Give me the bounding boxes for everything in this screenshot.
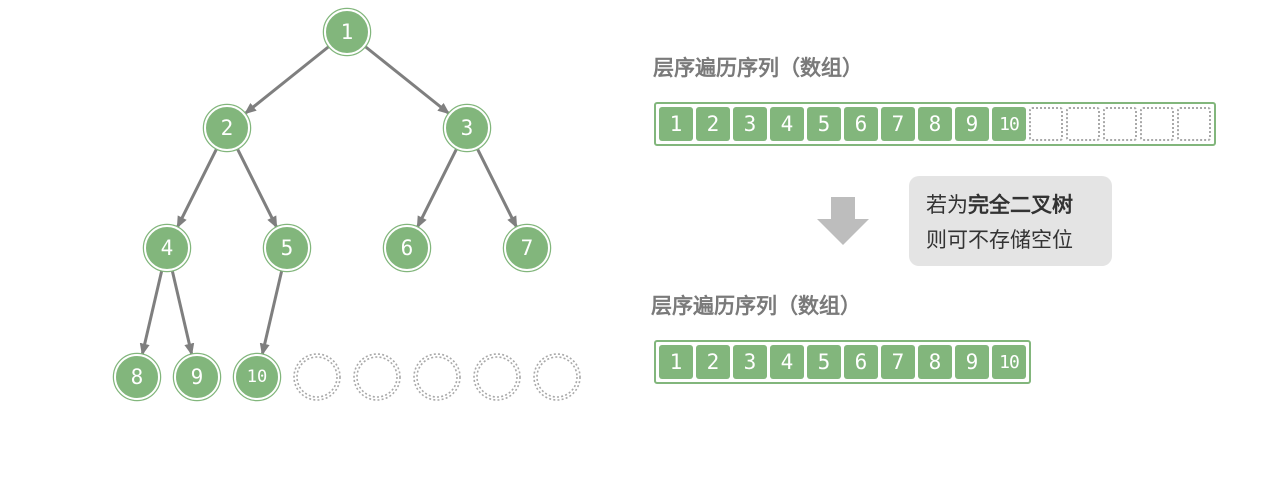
tree-node-1: 1 [322,7,372,57]
binary-tree: 1 2 3 4 5 6 7 8 9 10 [112,7,581,402]
empty-tree-slot-inner [416,356,458,398]
tree-node-circle [234,354,280,400]
top-array-cell-9: 9 [955,107,989,141]
bottom-array-cell-2: 2 [696,345,730,379]
note-prefix: 若为 [926,193,968,217]
tree-edge-5-10 [259,269,284,356]
bottom-array-cell-10: 10 [992,345,1026,379]
note-bold-term: 完全二叉树 [968,193,1073,217]
tree-edge-1-2 [244,44,331,115]
tree-node-ring [502,223,552,273]
tree-node-3: 3 [442,103,492,153]
tree-node-4: 4 [142,223,192,273]
top-array-cell-8: 8 [918,107,952,141]
empty-tree-slot [353,353,401,401]
top-array-cell-7: 7 [881,107,915,141]
tree-node-ring [232,352,282,402]
tree-node-8: 8 [112,352,162,402]
tree-node-circle [384,225,430,271]
tree-edge-2-5 [235,147,279,229]
tree-node-label: 7 [521,236,534,260]
tree-node-label: 10 [247,367,267,387]
tree-node-ring [442,103,492,153]
bottom-array-cell-5: 5 [807,345,841,379]
tree-node-label: 3 [461,116,474,140]
top-array-cell-3: 3 [733,107,767,141]
tree-node-circle [324,9,370,55]
bottom-array-cell-1: 1 [659,345,693,379]
tree-node-label: 4 [161,236,174,260]
tree-node-ring [262,223,312,273]
tree-node-ring [202,103,252,153]
tree-node-6: 6 [382,223,432,273]
tree-node-ring [142,223,192,273]
top-array-cell-4: 4 [770,107,804,141]
top-array-empty-cell [1029,107,1063,141]
tree-node-5: 5 [262,223,312,273]
tree-node-label: 6 [401,236,414,260]
tree-edge-4-9 [170,269,195,356]
bottom-array-cell-8: 8 [918,345,952,379]
tree-node-ring [382,223,432,273]
top-array-empty-cell [1140,107,1174,141]
tree-node-label: 8 [131,365,144,389]
top-array-cell-2: 2 [696,107,730,141]
top-array-cell-10: 10 [992,107,1026,141]
empty-tree-slot-inner [356,356,398,398]
tree-node-circle [444,105,490,151]
top-array-title: 层序遍历序列（数组） [653,56,863,80]
tree-node-label: 5 [281,236,294,260]
top-array-cell-5: 5 [807,107,841,141]
bottom-array-cell-3: 3 [733,345,767,379]
top-array-empty-cell [1177,107,1211,141]
tree-node-circle [144,225,190,271]
top-array-empty-cell [1066,107,1100,141]
tree-node-circle [264,225,310,271]
note-line-2: 则可不存储空位 [926,228,1073,252]
tree-node-circle [174,354,220,400]
tree-node-ring [322,7,372,57]
complete-tree-note: 若为完全二叉树 则可不存储空位 [909,176,1112,266]
top-array-cell-1: 1 [659,107,693,141]
tree-edge-3-7 [475,147,519,229]
tree-edge-3-6 [415,147,459,229]
tree-node-circle [504,225,550,271]
tree-node-7: 7 [502,223,552,273]
top-array-empty-cell [1103,107,1137,141]
down-arrow-icon [817,197,869,245]
tree-node-label: 1 [341,20,354,44]
bottom-array-cell-4: 4 [770,345,804,379]
tree-edge-4-8 [139,269,164,356]
empty-tree-slot [293,353,341,401]
empty-tree-slot [413,353,461,401]
tree-node-9: 9 [172,352,222,402]
empty-tree-slot-inner [476,356,518,398]
tree-edge-2-4 [175,147,219,229]
bottom-array-cell-7: 7 [881,345,915,379]
top-array-cell-6: 6 [844,107,878,141]
tree-node-10: 10 [232,352,282,402]
tree-node-ring [112,352,162,402]
bottom-array-cell-6: 6 [844,345,878,379]
tree-node-label: 9 [191,365,204,389]
tree-node-ring [172,352,222,402]
tree-node-circle [114,354,160,400]
tree-node-2: 2 [202,103,252,153]
empty-tree-slot [533,353,581,401]
empty-tree-slot [473,353,521,401]
bottom-array-cell-9: 9 [955,345,989,379]
tree-node-circle [204,105,250,151]
tree-node-label: 2 [221,116,234,140]
empty-tree-slot-inner [536,356,578,398]
tree-edge-1-3 [363,44,450,115]
bottom-array-title: 层序遍历序列（数组） [651,294,861,318]
empty-tree-slot-inner [296,356,338,398]
note-line-1: 若为完全二叉树 [926,188,1095,223]
